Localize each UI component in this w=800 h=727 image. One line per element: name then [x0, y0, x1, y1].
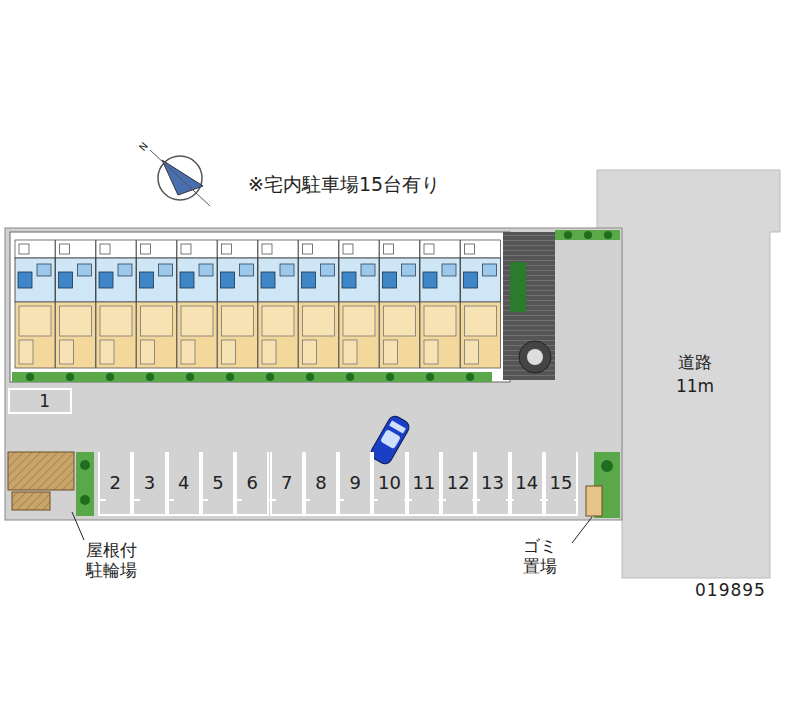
bike-rack: [12, 492, 50, 510]
hedge-shrubs: [26, 373, 474, 381]
stair-area: [503, 232, 555, 380]
parking-space: 8: [304, 452, 338, 516]
road-label-area: 道路 11m: [655, 345, 735, 405]
callout-label: 屋根付 駐輪場: [84, 540, 138, 581]
space-number: 9: [350, 472, 361, 493]
parking-space: 15: [544, 452, 578, 516]
parking-space: 10: [372, 452, 406, 516]
garbage-box: [586, 486, 602, 516]
leader-line: [572, 517, 592, 543]
space-number: 5: [212, 472, 223, 493]
compass: [150, 150, 210, 206]
space-number: 2: [109, 472, 120, 493]
space-number: 3: [144, 472, 155, 493]
tree-center: [527, 349, 543, 365]
planting: [76, 452, 94, 516]
lot-area: [5, 228, 622, 520]
parking-space: 4: [167, 452, 201, 516]
space-number: 13: [481, 472, 504, 493]
space-number: 10: [378, 472, 401, 493]
hedge: [12, 372, 492, 382]
space-number: 12: [447, 472, 470, 493]
callout-label: ゴミ 置場: [520, 536, 559, 577]
hedge: [555, 230, 620, 240]
parking-space: 6: [235, 452, 269, 516]
space-number: 15: [550, 472, 573, 493]
north-mark: N: [137, 140, 151, 153]
apartment-units: [15, 240, 501, 368]
parking-space: 11: [407, 452, 441, 516]
space-number: 8: [315, 472, 326, 493]
parking-space: 3: [132, 452, 166, 516]
parking-space: 5: [201, 452, 235, 516]
space-number: 14: [515, 472, 538, 493]
space-number: 7: [281, 472, 292, 493]
tree: [519, 341, 551, 373]
space-number: 4: [178, 472, 189, 493]
bike-shelter-roof: [8, 452, 74, 490]
building: [10, 232, 510, 382]
parking-space: 7: [270, 452, 304, 516]
space-number: 6: [247, 472, 258, 493]
road-label: 道路 11m: [670, 351, 721, 399]
parking-space: 1: [8, 388, 72, 414]
parking-space: 9: [338, 452, 372, 516]
title-note: ※宅内駐車場15台有り: [248, 172, 440, 198]
leader-line: [72, 512, 84, 540]
road-area: [597, 170, 780, 578]
property-id: 019895: [695, 580, 766, 600]
planting: [510, 262, 526, 312]
parking-space: 13: [475, 452, 509, 516]
space-number: 11: [412, 472, 435, 493]
roof-hatching: [8, 452, 74, 490]
parking-space: 12: [441, 452, 475, 516]
space-number: 1: [39, 391, 50, 411]
parking-space: 2: [98, 452, 132, 516]
parking-space: 14: [510, 452, 544, 516]
